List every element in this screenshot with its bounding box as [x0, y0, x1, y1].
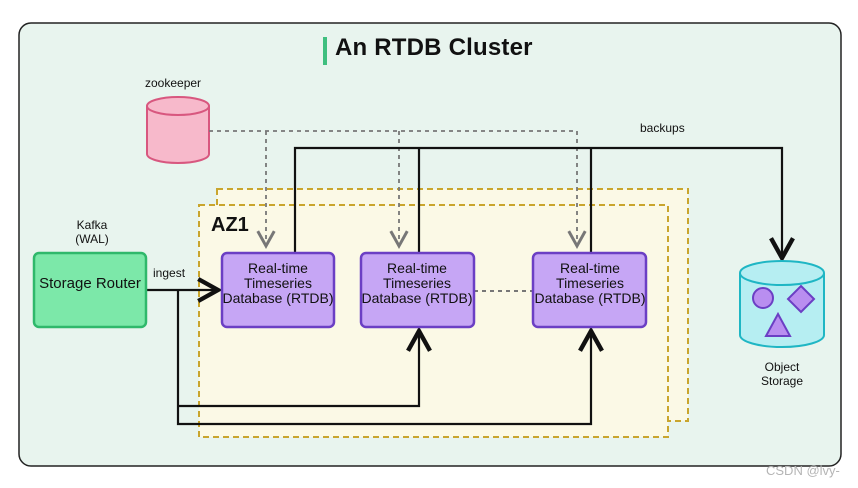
storage-router-box [32, 251, 148, 329]
object-shapes-icon [752, 284, 816, 337]
rtdb-node-box [531, 251, 648, 329]
ingest-label: ingest [153, 266, 186, 280]
rtdb-node-box [359, 251, 476, 329]
rtdb-label: Real-time Timeseries Database (RTDB) [361, 260, 473, 306]
rtdb-label: Real-time Timeseries Database (RTDB) [534, 260, 646, 306]
rtdb-node-box [220, 251, 336, 329]
watermark-text: CSDN @lvy- [766, 463, 840, 478]
kafka-wal-label: Kafka (WAL) [75, 218, 109, 246]
backups-label: backups [640, 121, 685, 135]
zookeeper-label: zookeeper [145, 76, 202, 90]
az1-label: AZ1 [211, 214, 249, 236]
rtdb-label: Real-time Timeseries Database (RTDB) [222, 260, 334, 306]
zookeeper-cylinder-icon [146, 96, 210, 164]
object-storage-label: Object Storage [760, 360, 804, 388]
ingest-lines [146, 290, 591, 426]
title-accent-bar [323, 37, 327, 65]
zookeeper-coordination-lines [209, 130, 587, 250]
diagram-title: An RTDB Cluster [335, 34, 533, 61]
storage-router-label: Storage Router [39, 275, 141, 292]
backup-lines [293, 146, 782, 258]
